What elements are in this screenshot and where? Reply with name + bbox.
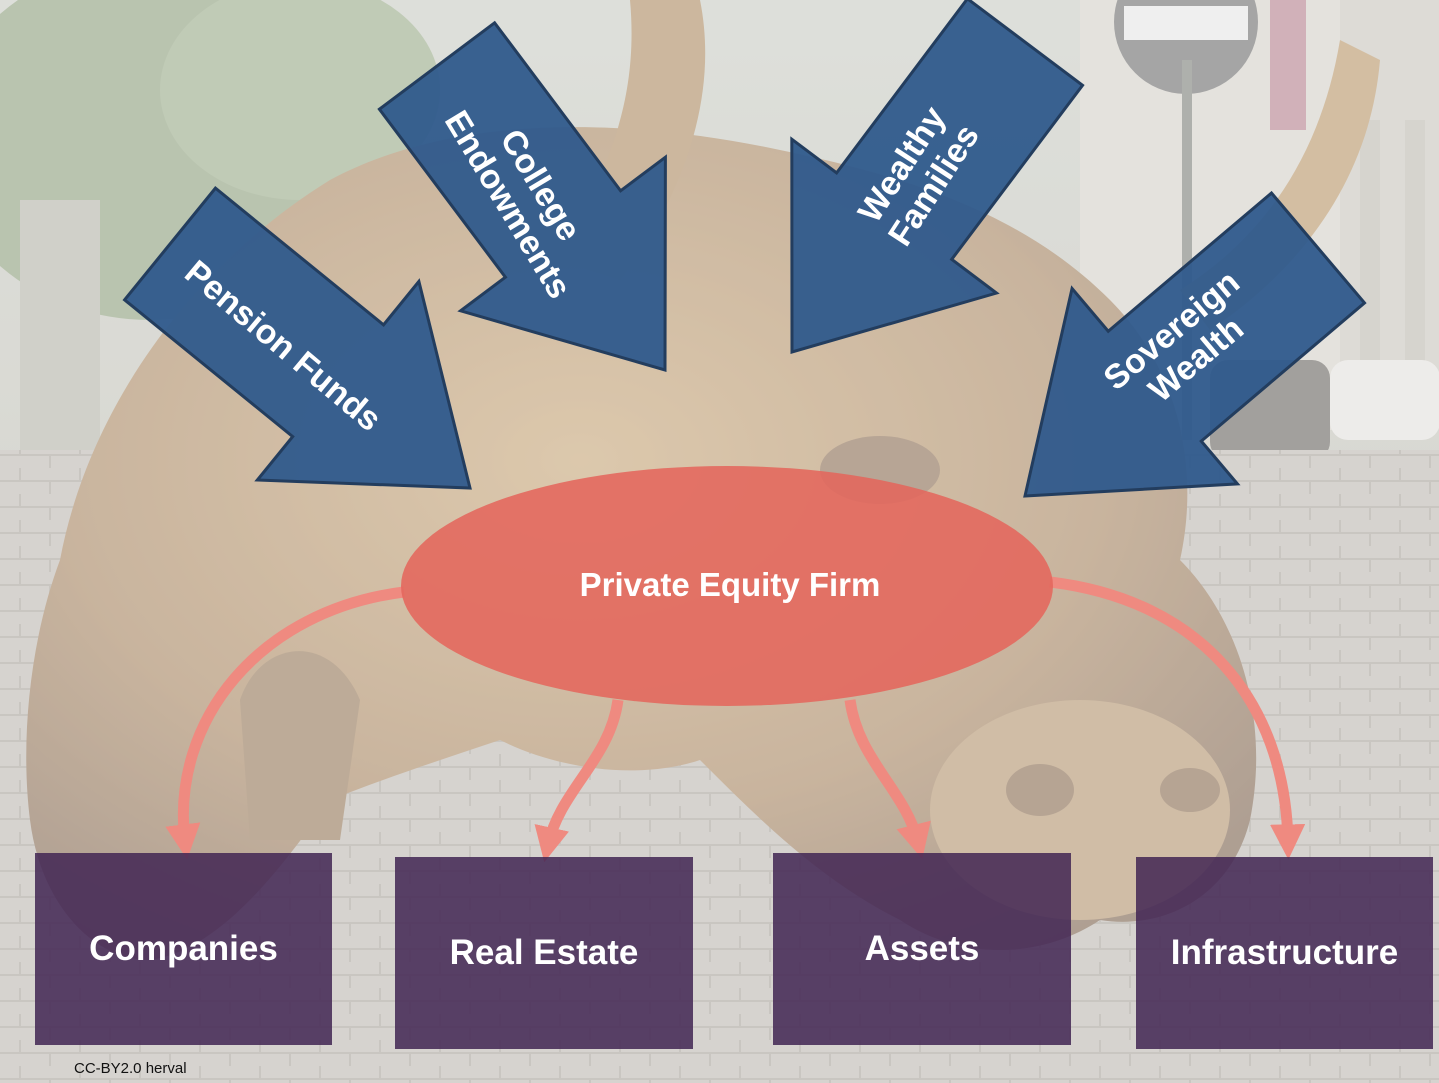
source-arrow-wealthy-families xyxy=(790,0,1085,354)
photo-credit: CC-BY2.0 herval xyxy=(74,1060,187,1077)
source-arrow-pension-funds xyxy=(122,186,472,490)
source-arrow-college-endowments xyxy=(377,20,667,372)
flow-arrow-companies xyxy=(165,586,405,860)
target-box-companies: Companies xyxy=(35,853,332,1045)
target-box-assets: Assets xyxy=(773,853,1071,1045)
flow-arrow-infrastructure xyxy=(1049,576,1306,860)
flow-arrow-real-estate xyxy=(534,699,624,863)
flow-arrow-assets xyxy=(844,699,931,860)
firm-ellipse xyxy=(401,466,1053,706)
firm-label: Private Equity Firm xyxy=(579,566,881,603)
target-box-infrastructure: Infrastructure xyxy=(1136,857,1433,1049)
source-arrow-sovereign-wealth xyxy=(1023,190,1367,498)
target-box-real-estate: Real Estate xyxy=(395,857,693,1049)
